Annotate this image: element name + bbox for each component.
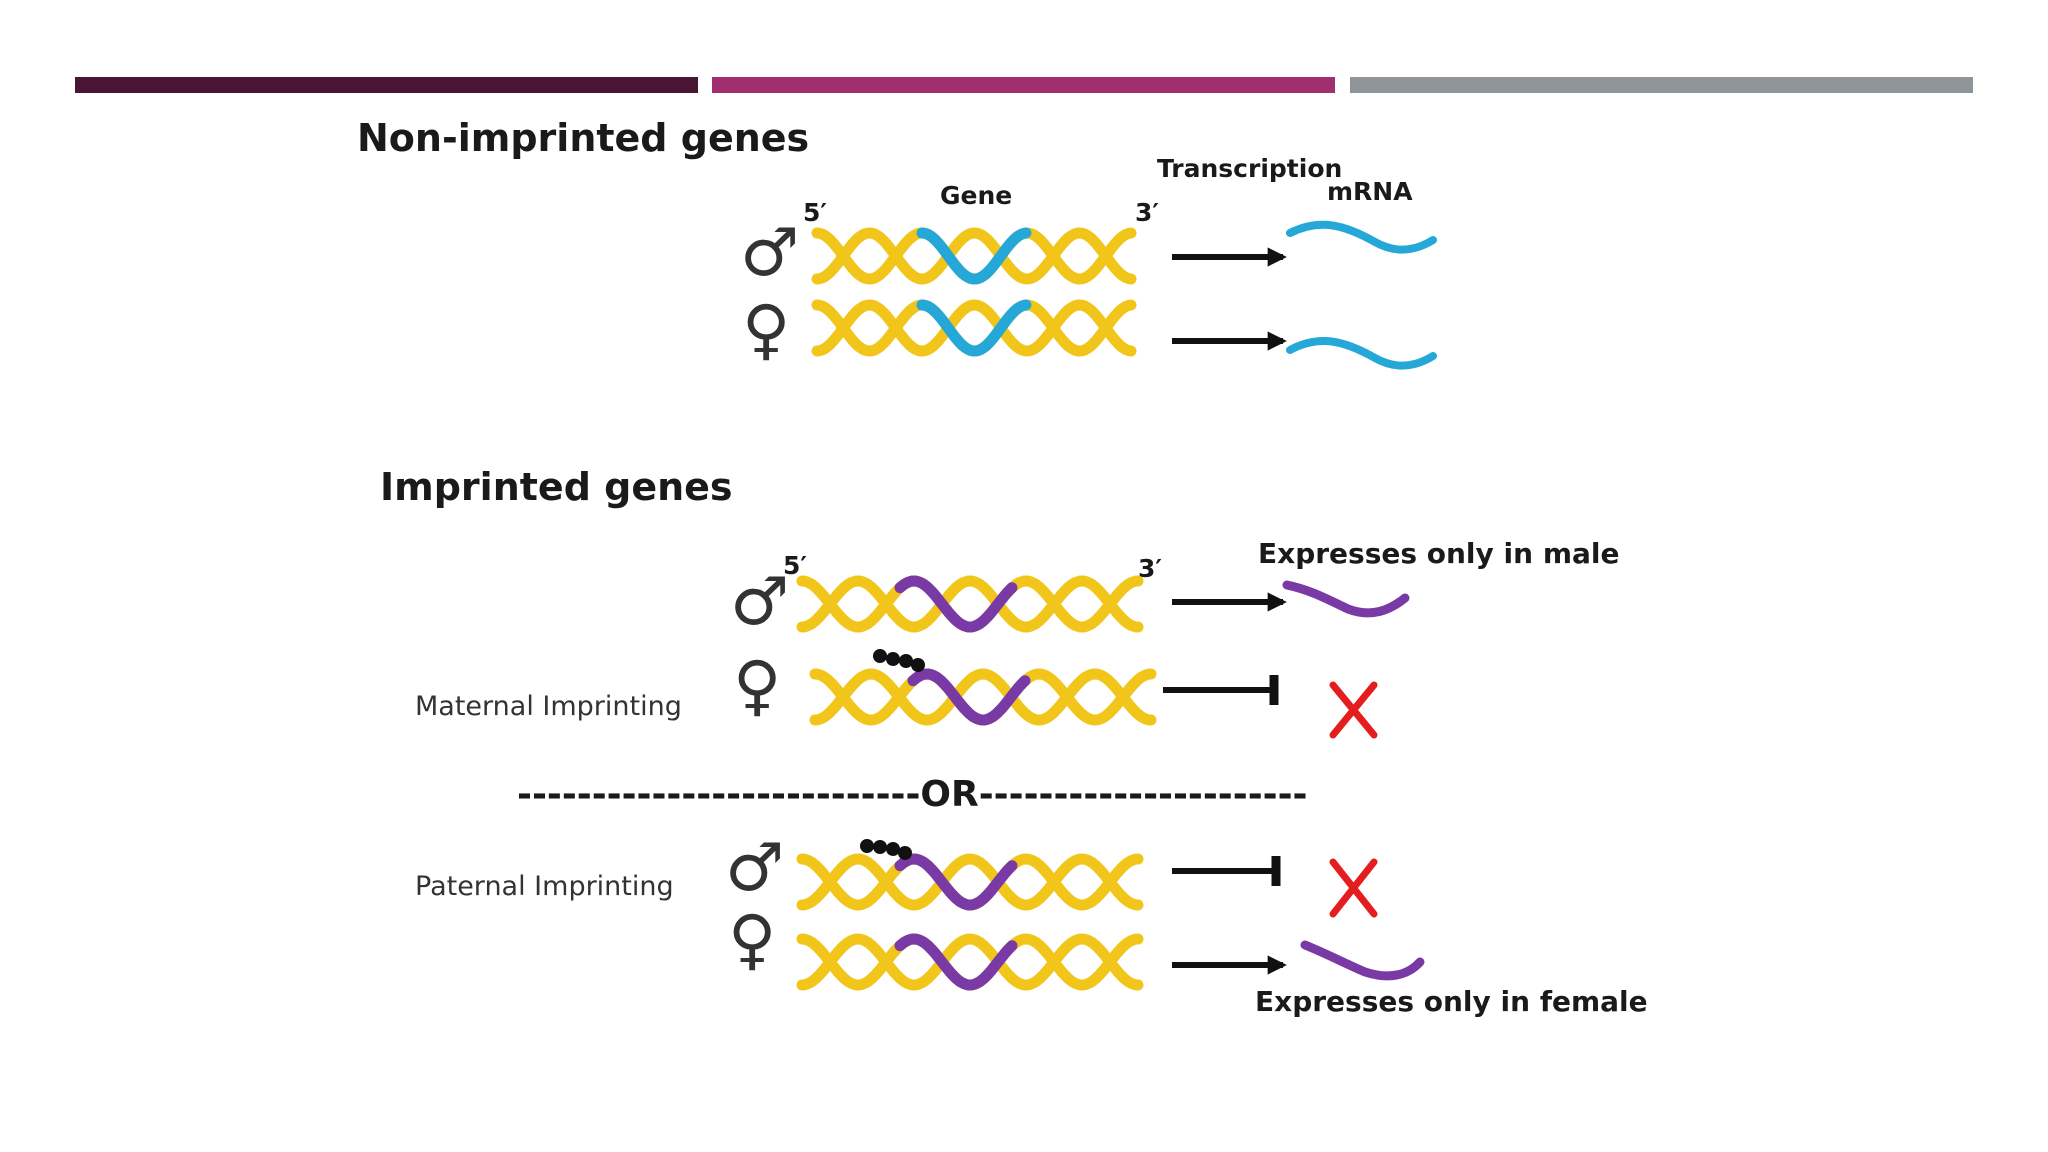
dna-helix-female-maternal-imprinted (809, 668, 1157, 726)
dna-helix-male-nonimprinted (811, 227, 1137, 285)
no-expression-x-mark (1329, 681, 1378, 739)
dna-helix-female-expressed (796, 933, 1144, 991)
maternal-imprinting-label: Maternal Imprinting (415, 691, 682, 722)
male-icon: ♂ (730, 563, 789, 640)
mrna-strand (1286, 337, 1437, 370)
male-icon: ♂ (725, 829, 784, 906)
paternal-imprinting-label: Paternal Imprinting (415, 871, 674, 902)
expresses-only-in-male-label: Expresses only in male (1258, 537, 1619, 570)
blocked-transcription-arrow (1163, 675, 1279, 705)
header-bar-dark (75, 77, 698, 93)
female-icon: ♀ (742, 291, 790, 368)
mrna-strand (1286, 220, 1437, 254)
mrna-strand-female (1300, 940, 1425, 981)
mrna-label: mRNA (1327, 177, 1413, 206)
or-separator: ---------------------------OR-----------… (517, 774, 1307, 815)
blocked-transcription-arrow (1172, 856, 1281, 886)
imprinted-title: Imprinted genes (380, 465, 733, 509)
dna-helix-female-nonimprinted (811, 299, 1137, 357)
gene-label: Gene (940, 181, 1012, 210)
methyl-group-cluster (873, 649, 925, 672)
non-imprinted-title: Non-imprinted genes (357, 116, 809, 160)
expresses-only-in-female-label: Expresses only in female (1255, 985, 1648, 1018)
transcription-label: Transcription (1157, 154, 1342, 183)
dna-helix-male-paternal-imprinted (796, 853, 1144, 911)
dna-helix-male-expressed (796, 575, 1144, 633)
mrna-strand-male (1282, 580, 1410, 618)
no-expression-x-mark (1329, 858, 1378, 918)
five-prime-label: 5′ (803, 198, 827, 227)
methyl-group-cluster (860, 839, 912, 860)
five-prime-label: 5′ (783, 551, 807, 580)
male-icon: ♂ (740, 214, 799, 291)
female-icon: ♀ (733, 647, 781, 724)
three-prime-label: 3′ (1135, 198, 1159, 227)
female-icon: ♀ (728, 901, 776, 978)
header-bar-magenta (712, 77, 1335, 93)
header-bar-gray (1350, 77, 1973, 93)
